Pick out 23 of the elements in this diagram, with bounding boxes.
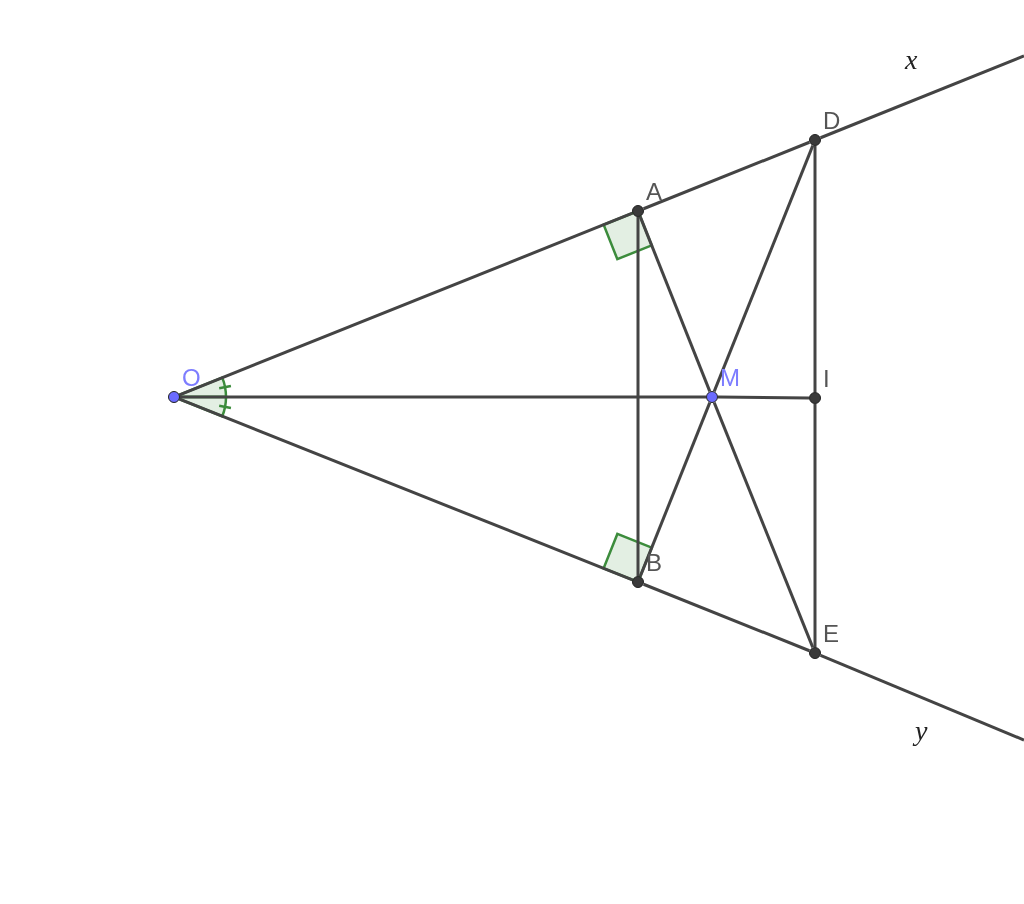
line-segment bbox=[643, 140, 810, 211]
line-segment bbox=[643, 582, 810, 653]
line-segment bbox=[718, 395, 809, 400]
line-segment bbox=[638, 402, 712, 577]
line-segment bbox=[179, 397, 633, 582]
line-segment bbox=[820, 54, 1024, 140]
line-segment bbox=[712, 402, 815, 648]
point-label: B bbox=[646, 550, 662, 576]
point-label: O bbox=[182, 365, 201, 391]
ray-label: x bbox=[905, 45, 918, 75]
line-segment bbox=[813, 404, 817, 647]
line-segment bbox=[712, 145, 815, 392]
point-label: E bbox=[823, 621, 839, 647]
line-segment bbox=[819, 653, 1024, 742]
line-segment bbox=[179, 211, 633, 397]
line-segment bbox=[636, 217, 640, 576]
line-segment bbox=[638, 216, 712, 392]
line-segment bbox=[180, 395, 706, 399]
point-label: M bbox=[720, 365, 740, 391]
point-label: D bbox=[823, 108, 841, 134]
point-label: A bbox=[646, 179, 662, 205]
point-label: I bbox=[823, 366, 830, 392]
line-segment bbox=[813, 146, 817, 392]
